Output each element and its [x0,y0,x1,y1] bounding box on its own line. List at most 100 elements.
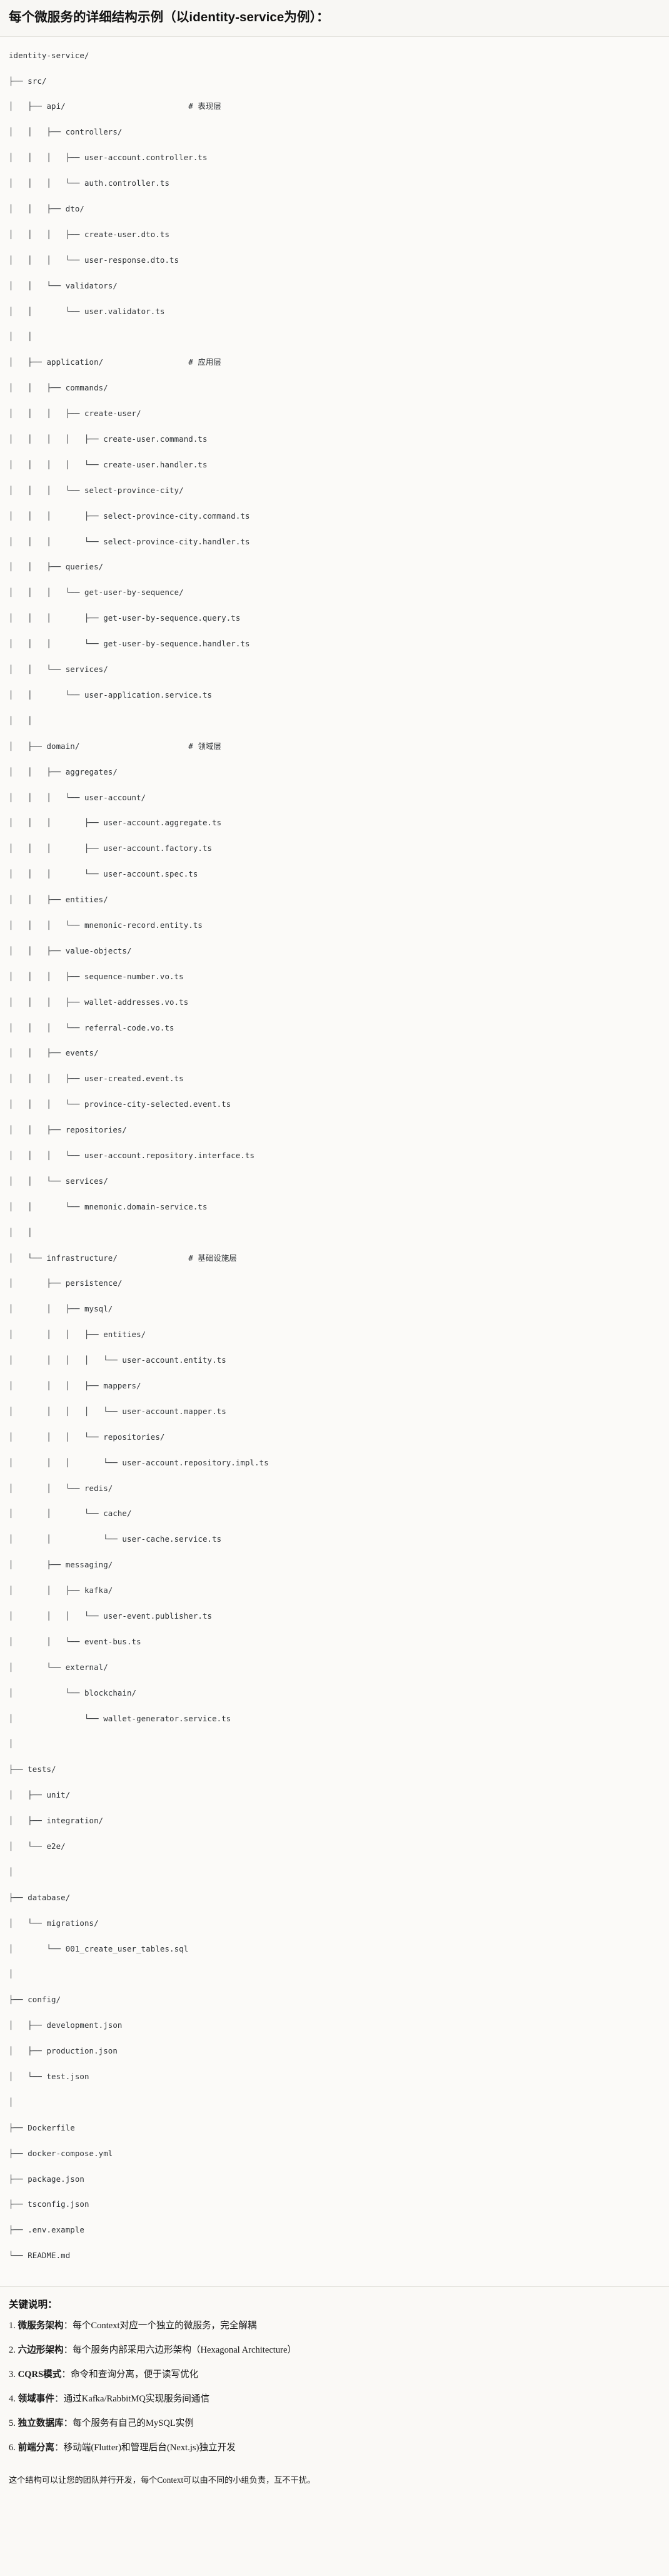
tree-row: │ └── 001_create_user_tables.sql [9,1943,189,1953]
tree-row: │ │ [9,715,33,725]
key-note-text: 移动端(Flutter)和管理后台(Next.js)独立开发 [63,2442,236,2453]
key-note-name: 前端分离 [18,2442,54,2453]
document-header: 每个微服务的详细结构示例（以identity-service为例）： [0,0,669,37]
key-note-separator: ： [61,2369,71,2380]
tree-row: │ [9,2097,14,2107]
key-note-text: 每个服务内部采用六边形架构（Hexagonal Architecture） [73,2345,297,2356]
tree-row: │ │ │ ├── wallet-addresses.vo.ts [9,997,189,1007]
tree-row: │ │ │ └── user-account.repository.impl.t… [9,1457,269,1467]
tree-row: │ │ └── cache/ [9,1509,132,1519]
tree-row: │ ├── production.json [9,2046,118,2056]
tree-row: │ ├── application/ # 应用层 [9,357,221,367]
tree-row: │ │ │ │ └── user-account.mapper.ts [9,1406,226,1416]
tree-row: │ │ │ ├── select-province-city.command.t… [9,511,250,521]
key-note-text: 命令和查询分离，便于读写优化 [70,2369,199,2380]
tree-row: │ │ │ ├── user-account.aggregate.ts [9,818,222,828]
key-note-item: 2. 六边形架构：每个服务内部采用六边形架构（Hexagonal Archite… [9,2344,660,2358]
tree-row: │ │ │ ├── user-account.factory.ts [9,843,213,853]
tree-row: │ └── external/ [9,1662,108,1672]
key-note-separator: ： [63,2345,73,2356]
tree-row: │ │ ├── aggregates/ [9,766,118,776]
tree-row: │ │ └── user.validator.ts [9,306,165,316]
tree-row: │ │ └── mnemonic.domain-service.ts [9,1201,208,1211]
tree-row: │ │ ├── entities/ [9,895,108,905]
tree-row: │ │ │ ├── user-account.controller.ts [9,153,208,163]
key-note-number: 1. [9,2321,16,2331]
tree-row: │ │ [9,332,33,342]
tree-row: │ │ [9,1227,33,1237]
tree-row: │ │ │ ├── sequence-number.vo.ts [9,971,184,981]
tree-row: │ │ │ └── get-user-by-sequence.handler.t… [9,639,250,649]
tree-row: │ └── e2e/ [9,1841,66,1851]
tree-row: │ ├── unit/ [9,1790,71,1800]
tree-row: │ │ │ └── select-province-city.handler.t… [9,536,250,546]
key-note-name: 领域事件 [18,2393,54,2404]
key-note-number: 6. [9,2442,16,2453]
tree-row: │ │ └── validators/ [9,280,118,290]
tree-row: │ │ ├── controllers/ [9,127,123,137]
tree-row: │ └── migrations/ [9,1918,99,1928]
tree-row: │ [9,1866,14,1876]
key-note-item: 5. 独立数据库：每个服务有自己的MySQL实例 [9,2417,660,2431]
tree-row: │ └── blockchain/ [9,1688,137,1698]
tree-row: │ │ ├── repositories/ [9,1125,127,1135]
tree-row: │ │ ├── mysql/ [9,1304,113,1314]
tree-row: │ │ │ └── repositories/ [9,1432,165,1442]
tree-row: ├── package.json [9,2174,84,2184]
key-notes-section: 关键说明： 1. 微服务架构：每个Context对应一个独立的微服务，完全解耦 2… [0,2286,669,2469]
key-note-separator: ： [63,2418,73,2428]
tree-row: ├── config/ [9,1995,61,2005]
tree-row: │ └── wallet-generator.service.ts [9,1713,231,1723]
key-note-number: 2. [9,2345,16,2356]
tree-row: │ │ └── user-cache.service.ts [9,1534,222,1544]
tree-row: │ │ │ │ ├── create-user.command.ts [9,434,208,444]
tree-row: │ │ │ └── user-response.dto.ts [9,255,179,265]
tree-row: │ │ │ └── referral-code.vo.ts [9,1022,174,1032]
tree-row: │ ├── messaging/ [9,1560,113,1570]
key-note-number: 5. [9,2418,16,2428]
tree-row: │ │ ├── kafka/ [9,1586,113,1596]
key-note-item: 1. 微服务架构：每个Context对应一个独立的微服务，完全解耦 [9,2319,660,2333]
tree-row: │ │ │ └── user-account.spec.ts [9,869,198,879]
key-note-name: CQRS模式 [18,2369,62,2380]
tree-row: │ │ │ └── auth.controller.ts [9,178,170,188]
tree-row: │ │ │ │ └── create-user.handler.ts [9,459,208,469]
key-note-name: 六边形架构 [18,2345,64,2356]
tree-row: ├── Dockerfile [9,2122,75,2132]
tree-row: │ │ ├── queries/ [9,562,104,572]
tree-row: │ │ └── services/ [9,664,108,675]
tree-row-comment: # 基础设施层 [188,1253,237,1263]
key-note-separator: ： [54,2393,64,2404]
key-note-text: 通过Kafka/RabbitMQ实现服务间通信 [63,2393,210,2404]
tree-row: │ │ │ └── user-account.repository.interf… [9,1150,255,1160]
tree-row: │ │ └── redis/ [9,1483,113,1493]
tree-row: │ │ └── user-application.service.ts [9,690,213,700]
tree-row: │ └── test.json [9,2072,89,2082]
footer-note: 这个结构可以让您的团队并行开发，每个Context可以由不同的小组负责，互不干扰… [9,2475,316,2485]
tree-row: │ ├── domain/ # 领域层 [9,741,221,751]
tree-row: │ └── infrastructure/ # 基础设施层 [9,1253,237,1263]
tree-row: ├── tests/ [9,1764,56,1774]
tree-row: ├── src/ [9,76,47,86]
tree-row: │ │ │ ├── get-user-by-sequence.query.ts [9,613,241,623]
tree-row: │ ├── persistence/ [9,1278,123,1288]
tree-row: │ │ │ └── user-event.publisher.ts [9,1611,213,1621]
page-title: 每个微服务的详细结构示例（以identity-service为例）： [9,10,329,24]
tree-row-comment: # 领域层 [188,741,221,751]
tree-row: │ ├── integration/ [9,1816,104,1826]
tree-row: │ │ │ └── select-province-city/ [9,485,184,495]
tree-row: ├── tsconfig.json [9,2199,89,2209]
key-note-item: 4. 领域事件：通过Kafka/RabbitMQ实现服务间通信 [9,2393,660,2406]
key-note-number: 3. [9,2369,16,2380]
key-note-number: 4. [9,2393,16,2404]
tree-row: │ [9,1969,14,1979]
tree-row: │ │ │ ├── entities/ [9,1330,146,1340]
tree-row: │ │ ├── commands/ [9,383,108,393]
tree-row-comment: # 应用层 [188,357,221,367]
tree-row: │ │ └── event-bus.ts [9,1636,141,1646]
key-note-item: 3. CQRS模式：命令和查询分离，便于读写优化 [9,2368,660,2382]
tree-row: ├── .env.example [9,2225,84,2235]
tree-row: │ │ │ └── get-user-by-sequence/ [9,588,184,598]
key-notes-title: 关键说明： [9,2299,58,2311]
key-note-separator: ： [63,2321,73,2331]
